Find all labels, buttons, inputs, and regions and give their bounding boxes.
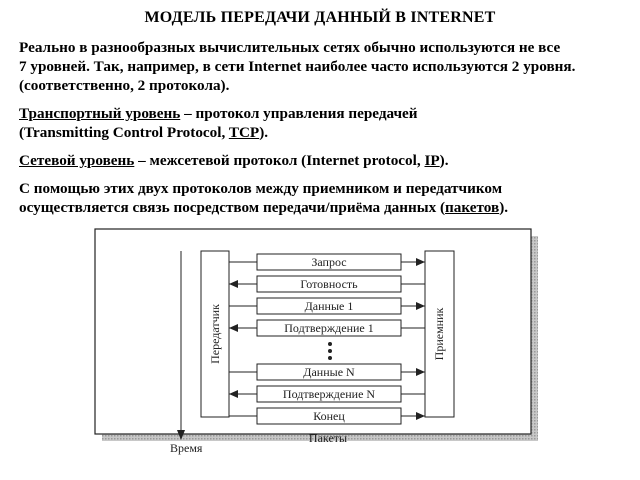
ellipsis-dot <box>328 342 332 346</box>
tcp-text-end: ). <box>259 124 269 141</box>
ellipsis-dot <box>328 356 332 360</box>
message-label: Подтверждение N <box>283 387 375 401</box>
message-label: Подтверждение 1 <box>284 321 373 335</box>
network-layer-paragraph: Сетевой уровень – межсетевой протокол (I… <box>19 151 624 170</box>
page-title: МОДЕЛЬ ПЕРЕДАЧИ ДАННЫЙ В INTERNET <box>144 9 496 26</box>
arrow-right-icon <box>416 368 425 376</box>
intro-paragraph: Реально в разнообразных вычислительных с… <box>19 38 624 95</box>
message-box <box>256 363 402 381</box>
ellipsis-dot <box>328 349 332 353</box>
message-row: Подтверждение N <box>229 385 425 403</box>
message-box <box>256 253 402 271</box>
sender-label: Передатчик <box>208 304 222 364</box>
message-row: Готовность <box>229 275 425 293</box>
intro-line-3: (соответственно, 2 протокола). <box>19 77 230 94</box>
message-label: Данные 1 <box>305 299 354 313</box>
sender-column <box>200 250 230 418</box>
time-label: Время <box>170 441 203 455</box>
tcp-text: (Transmitting Control Protocol, <box>19 124 229 141</box>
message-row: Данные 1 <box>229 297 425 315</box>
arrow-right-icon <box>416 412 425 420</box>
intro-line-1: Реально в разнообразных вычислительных с… <box>19 39 561 56</box>
receiver-column <box>424 250 455 418</box>
message-box <box>256 407 402 425</box>
message-label: Запрос <box>311 255 346 269</box>
receiver-label: Приемник <box>432 307 446 360</box>
message-label: Данные N <box>303 365 355 379</box>
arrow-left-icon <box>229 280 238 288</box>
arrow-right-icon <box>416 302 425 310</box>
message-label: Готовность <box>300 277 358 291</box>
packets-paragraph: С помощью этих двух протоколов между при… <box>19 179 624 217</box>
arrow-right-icon <box>416 258 425 266</box>
message-row: Конец <box>229 407 425 425</box>
ip-link[interactable]: IP <box>424 152 440 169</box>
network-layer-text: – межсетевой протокол (Internet protocol… <box>134 152 425 169</box>
arrow-left-icon <box>229 390 238 398</box>
ip-text-end: ). <box>439 152 449 169</box>
packets-text-end: ). <box>499 199 509 216</box>
transport-layer-link[interactable]: Транспортный уровень <box>19 105 181 122</box>
intro-line-2: 7 уровней. Так, например, в сети Interne… <box>19 58 576 75</box>
arrow-left-icon <box>229 324 238 332</box>
packets-line-1: С помощью этих двух протоколов между при… <box>19 180 503 197</box>
message-box <box>256 385 402 403</box>
network-layer-link[interactable]: Сетевой уровень <box>19 152 135 169</box>
message-label: Конец <box>313 409 345 423</box>
packets-label: Пакеты <box>309 431 347 445</box>
message-box <box>256 275 402 293</box>
message-box <box>256 297 402 315</box>
packets-link[interactable]: пакетов <box>445 199 500 216</box>
tcp-link[interactable]: TCP <box>228 124 260 141</box>
packets-text: осуществляется связь посредством передач… <box>19 199 446 216</box>
message-row: Запрос <box>229 253 425 271</box>
message-row: Данные N <box>229 363 425 381</box>
message-row: Подтверждение 1 <box>229 319 425 337</box>
time-axis-arrow <box>177 430 185 440</box>
transport-layer-paragraph: Транспортный уровень – протокол управлен… <box>19 104 624 142</box>
message-box <box>256 319 402 337</box>
transport-layer-text: – протокол управления передачей <box>180 105 418 122</box>
